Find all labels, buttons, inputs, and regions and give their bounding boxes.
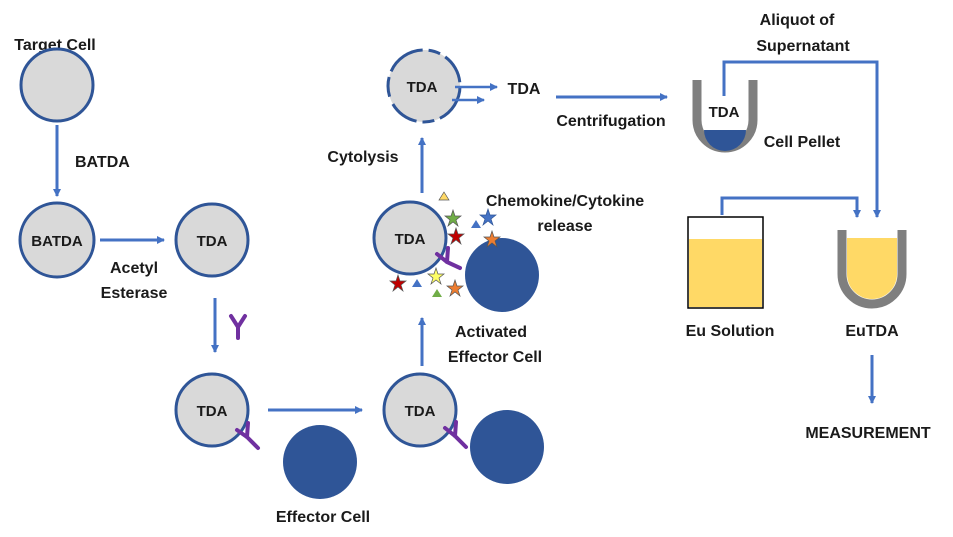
chemokine-label-1: Chemokine/Cytokine bbox=[486, 193, 644, 210]
batda-label: BATDA bbox=[75, 154, 130, 171]
cytokine-star-icon bbox=[483, 229, 501, 249]
supernatant-tda-text: TDA bbox=[709, 104, 740, 121]
activated-target-text: TDA bbox=[395, 231, 426, 248]
cytokine-triangle-icon bbox=[471, 220, 481, 228]
cytokine-triangle-icon bbox=[438, 191, 450, 201]
opsonized-target-cell bbox=[174, 372, 250, 448]
opsonized-cell-text: TDA bbox=[197, 403, 228, 420]
activated-effector-cell bbox=[465, 238, 539, 312]
eutda-tube-icon bbox=[837, 230, 907, 309]
engaged-antibody-icon bbox=[443, 420, 468, 449]
cytokine-star-icon bbox=[389, 273, 407, 293]
eu-solution-label: Eu Solution bbox=[686, 323, 775, 340]
arrow-eu-addition bbox=[720, 196, 861, 218]
batda-loaded-cell bbox=[18, 201, 96, 279]
cytokine-particles bbox=[389, 191, 501, 298]
lysed-cell-text: TDA bbox=[407, 79, 438, 96]
centrifugation-label: Centrifugation bbox=[556, 113, 665, 130]
activated-label-1: Activated bbox=[455, 324, 527, 341]
cytokine-triangle-icon bbox=[412, 279, 422, 287]
activated-target-cell bbox=[372, 200, 448, 276]
cytokine-star-icon bbox=[447, 226, 465, 246]
cytokine-star-icon bbox=[444, 208, 462, 228]
eu-solution-liquid bbox=[689, 239, 762, 307]
eutda-tube bbox=[837, 230, 907, 309]
chemokine-label-2: release bbox=[537, 218, 592, 235]
esterase-label: Esterase bbox=[101, 285, 168, 302]
eutda-liquid bbox=[847, 238, 897, 299]
target-cell bbox=[19, 47, 95, 123]
effector-cell bbox=[283, 425, 357, 499]
centrifuge-tube bbox=[692, 80, 758, 153]
acetyl-label: Acetyl bbox=[110, 260, 158, 277]
tda-cell bbox=[174, 202, 250, 278]
cell-pellet-label: Cell Pellet bbox=[764, 134, 841, 151]
cytokine-star-icon bbox=[479, 207, 497, 227]
aliquot-label-1: Aliquot of bbox=[760, 12, 835, 29]
cytokine-star-icon bbox=[446, 278, 464, 298]
cytolysis-label: Cytolysis bbox=[327, 149, 398, 166]
effector-cell-label: Effector Cell bbox=[276, 509, 370, 526]
activated-label-2: Effector Cell bbox=[448, 349, 542, 366]
released-tda-label: TDA bbox=[508, 81, 541, 98]
cytokine-star-icon bbox=[427, 266, 445, 286]
engaged-target-cell bbox=[382, 372, 458, 448]
batda-cell-text: BATDA bbox=[31, 233, 83, 250]
arrow-aliquot bbox=[722, 60, 881, 218]
measurement-label: MEASUREMENT bbox=[805, 425, 931, 442]
target-cell-label: Target Cell bbox=[14, 37, 96, 54]
aliquot-label-2: Supernatant bbox=[756, 38, 850, 55]
bound-antibody-icon bbox=[235, 421, 260, 450]
eutda-label: EuTDA bbox=[845, 323, 899, 340]
cell-pellet-icon bbox=[704, 130, 746, 151]
engaged-cell-text: TDA bbox=[405, 403, 436, 420]
antibody-icon bbox=[229, 314, 247, 340]
cytokine-triangle-icon bbox=[432, 289, 442, 297]
activated-antibody-icon bbox=[435, 246, 462, 270]
tda-cell-text: TDA bbox=[197, 233, 228, 250]
engaged-effector-cell bbox=[470, 410, 544, 484]
